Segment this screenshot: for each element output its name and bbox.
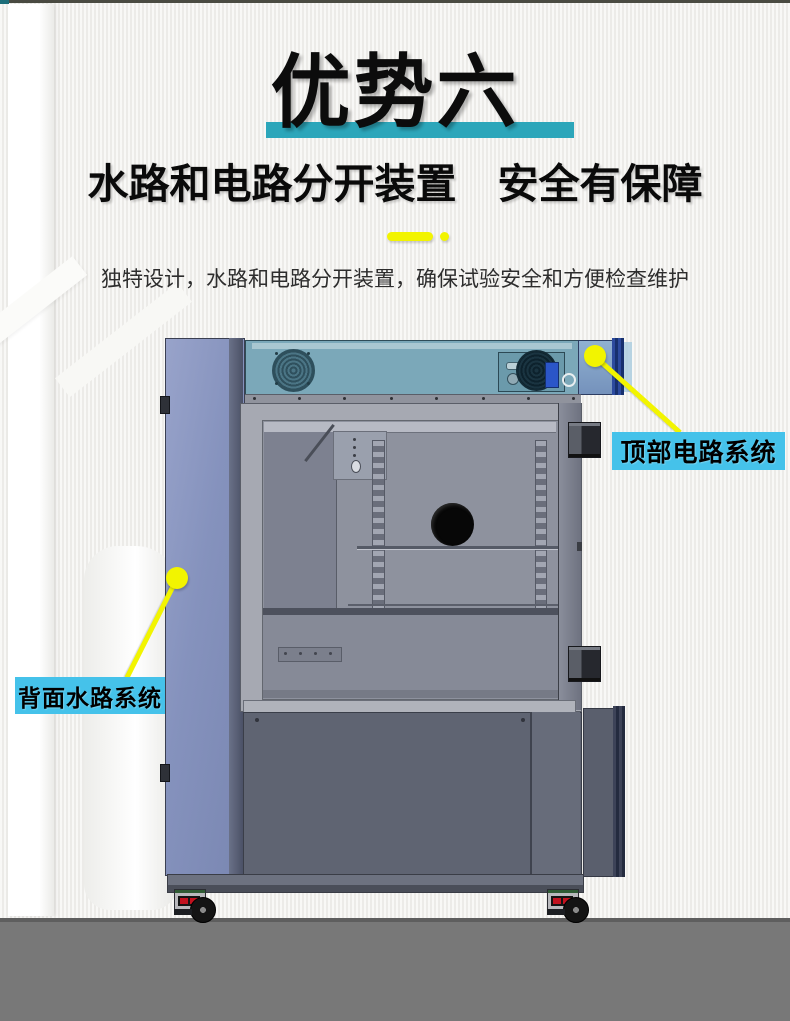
port-ring	[562, 373, 576, 387]
interior-bottom-strip	[263, 690, 558, 698]
interior-divider	[263, 608, 558, 615]
rear-panel-edge	[229, 338, 243, 874]
bottom-right-duct-fins	[613, 706, 625, 877]
yellow-divider-bar	[387, 232, 433, 241]
callout-top-circuit-label: 顶部电路系统	[620, 439, 777, 467]
rear-panel-hinge-top	[160, 396, 170, 414]
vent-plate-screws	[284, 652, 287, 655]
interior-vent-plate	[278, 647, 342, 662]
cable-port-hole	[431, 503, 474, 546]
page-title: 优势六	[270, 48, 520, 137]
callout-back-water: 背面水路系统	[15, 677, 165, 714]
lower-machine-cabinet	[243, 712, 582, 877]
top-right-highlight	[624, 342, 632, 392]
description-text: 独特设计，水路和电路分开装置，确保试验安全和方便检查维护	[101, 268, 689, 291]
window-frame-post	[8, 4, 54, 916]
yellow-divider-dot	[440, 232, 449, 241]
frame-screws	[253, 397, 256, 400]
page-subtitle: 水路和电路分开装置 安全有保障	[87, 161, 703, 207]
cabinet-right-column	[532, 712, 580, 875]
cabinet-seam	[530, 712, 532, 875]
interior-top-beam	[264, 422, 556, 433]
machine-base	[167, 874, 584, 893]
top-border-accent	[0, 0, 9, 4]
cabinet-screws	[255, 718, 259, 722]
door-hinge-bottom	[568, 646, 601, 682]
callout-back-water-label: 背面水路系统	[18, 684, 162, 711]
door-latch	[577, 542, 582, 551]
top-border-line	[0, 0, 790, 3]
bottom-right-duct-block	[583, 708, 615, 877]
sensor-box-dots	[353, 438, 356, 441]
leader-dot-top-circuit	[584, 345, 606, 367]
title-underline-bar	[266, 122, 574, 138]
cooling-fan-left	[272, 349, 315, 392]
interior-left-panel	[264, 432, 337, 608]
leader-dot-back-water	[166, 567, 188, 589]
caster-wheel-front	[190, 897, 216, 923]
shelf-edge	[357, 546, 567, 549]
top-right-duct-fins	[612, 338, 624, 395]
door-frame-right	[558, 403, 581, 710]
capacitor-component	[545, 362, 559, 388]
door-hinge-top	[568, 422, 601, 458]
caster-foot-rear	[547, 909, 565, 915]
caster-foot-front	[174, 909, 192, 915]
sensor-box-probe	[351, 460, 361, 473]
lower-shelf-edge	[348, 604, 567, 606]
caster-wheel-rear	[563, 897, 589, 923]
floor	[0, 918, 790, 1021]
top-compartment-highlight	[252, 343, 572, 349]
callout-top-circuit: 顶部电路系统	[612, 432, 785, 470]
fan-screws	[275, 352, 278, 355]
rear-panel-hinge-bottom	[160, 764, 170, 782]
